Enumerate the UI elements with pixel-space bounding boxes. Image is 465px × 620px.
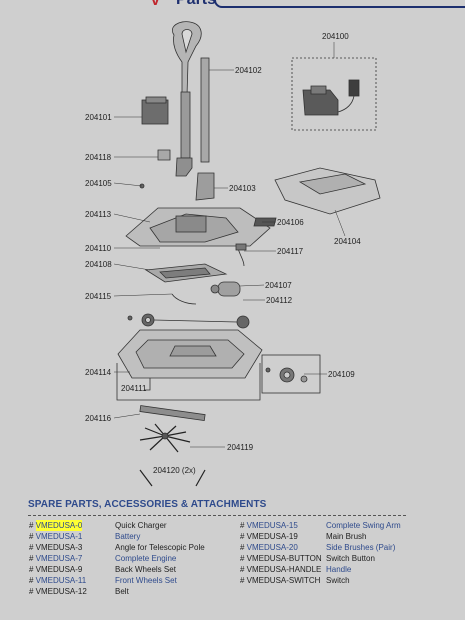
part-row: # VMEDUSA-HANDLE Handle xyxy=(240,564,351,575)
part-row: # VMEDUSA-12 Belt xyxy=(29,586,129,597)
part-row: # VMEDUSA-1 Battery xyxy=(29,531,140,542)
hash-marker: # xyxy=(29,554,36,563)
part-code: VMEDUSA-BUTTON xyxy=(246,554,322,563)
hash-marker: # xyxy=(240,532,247,541)
part-row: # VMEDUSA-BUTTON Switch Button xyxy=(240,553,375,564)
label-joint: 204103 xyxy=(229,184,256,193)
label-top-cover: 204113 xyxy=(85,210,112,219)
part-name[interactable]: Battery xyxy=(115,532,141,541)
part-name: Quick Charger xyxy=(115,521,167,530)
part-code[interactable]: VMEDUSA-1 xyxy=(35,532,83,541)
hash-marker: # xyxy=(29,587,36,596)
part-row: # VMEDUSA-20 Side Brushes (Pair) xyxy=(240,542,395,553)
part-code: VMEDUSA-9 xyxy=(35,565,83,574)
label-axle: 204112 xyxy=(266,296,293,305)
hash-marker: # xyxy=(240,554,247,563)
header-title: Parts xyxy=(176,0,216,9)
part-name: Angle for Telescopic Pole xyxy=(115,543,205,552)
part-name: Main Brush xyxy=(326,532,367,541)
part-code[interactable]: VMEDUSA-15 xyxy=(246,521,298,530)
label-switch: 204110 xyxy=(85,244,112,253)
hash-marker: # xyxy=(29,532,36,541)
label-charger: 204100 xyxy=(322,32,349,41)
label-brush: 204116 xyxy=(85,414,112,423)
part-row: # VMEDUSA-3 Angle for Telescopic Pole xyxy=(29,542,205,553)
label-screw: 204105 xyxy=(85,179,112,188)
spare-parts-title: SPARE PARTS, ACCESSORIES & ATTACHMENTS xyxy=(28,499,267,510)
label-cable: 204117 xyxy=(277,247,304,256)
label-motor: 204107 xyxy=(265,281,292,290)
label-dock: 204104 xyxy=(334,237,361,246)
part-name[interactable]: Side Brushes (Pair) xyxy=(326,543,396,552)
part-code[interactable]: VMEDUSA-0 xyxy=(35,520,83,531)
exploded-parts-diagram: 204102 204100 204101 204118 204105 20410… xyxy=(85,21,381,487)
part-name[interactable]: Handle xyxy=(326,565,352,574)
part-name: Switch Button xyxy=(326,554,375,563)
hash-marker: # xyxy=(29,565,36,574)
hash-marker: # xyxy=(29,576,36,585)
label-base: 204114 xyxy=(85,368,112,377)
part-code: VMEDUSA-12 xyxy=(35,587,87,596)
part-name[interactable]: Front Wheels Set xyxy=(115,576,177,585)
hash-marker: # xyxy=(240,543,247,552)
label-side-brush-qty: 204120 (2x) xyxy=(153,466,196,475)
header-rule xyxy=(214,0,465,8)
label-button: 204106 xyxy=(277,218,304,227)
label-bracket: 204111 xyxy=(121,384,147,393)
label-battery: 204101 xyxy=(85,113,112,122)
part-row: # VMEDUSA-11 Front Wheels Set xyxy=(29,575,177,586)
part-name[interactable]: Complete Swing Arm xyxy=(326,521,401,530)
section-divider xyxy=(28,515,406,516)
hash-marker: # xyxy=(240,565,247,574)
part-row: # VMEDUSA-SWITCH Switch xyxy=(240,575,350,586)
label-gear: 204115 xyxy=(85,292,112,301)
part-name: Switch xyxy=(326,576,350,585)
part-row: # VMEDUSA-15 Complete Swing Arm xyxy=(240,520,401,531)
hash-marker: # xyxy=(29,521,36,530)
part-name: Belt xyxy=(115,587,129,596)
hash-marker: # xyxy=(240,521,247,530)
part-code: VMEDUSA-SWITCH xyxy=(246,576,321,585)
label-panel: 204108 xyxy=(85,260,112,269)
part-row: # VMEDUSA-9 Back Wheels Set xyxy=(29,564,176,575)
hash-marker: # xyxy=(240,576,247,585)
label-side-brush: 204119 xyxy=(227,443,254,452)
page-header: V Parts xyxy=(0,0,465,12)
part-row: # VMEDUSA-7 Complete Engine xyxy=(29,553,176,564)
parts-list-left: # VMEDUSA-0 Quick Charger # VMEDUSA-1 Batte… xyxy=(29,520,205,597)
part-name: Back Wheels Set xyxy=(115,565,176,574)
part-code: VMEDUSA-3 xyxy=(35,543,83,552)
part-row: # VMEDUSA-19 Main Brush xyxy=(240,531,366,542)
brand-letter: V xyxy=(150,0,161,9)
part-code: VMEDUSA-HANDLE xyxy=(246,565,322,574)
part-code[interactable]: VMEDUSA-11 xyxy=(35,576,87,585)
part-code[interactable]: VMEDUSA-7 xyxy=(35,554,83,563)
part-row: # VMEDUSA-0 Quick Charger xyxy=(29,520,167,531)
label-handle: 204102 xyxy=(235,66,262,75)
part-code: VMEDUSA-19 xyxy=(246,532,298,541)
label-wheel: 204109 xyxy=(328,370,355,379)
label-tube-clip: 204118 xyxy=(85,153,112,162)
part-name[interactable]: Complete Engine xyxy=(115,554,177,563)
part-code[interactable]: VMEDUSA-20 xyxy=(246,543,298,552)
hash-marker: # xyxy=(29,543,36,552)
